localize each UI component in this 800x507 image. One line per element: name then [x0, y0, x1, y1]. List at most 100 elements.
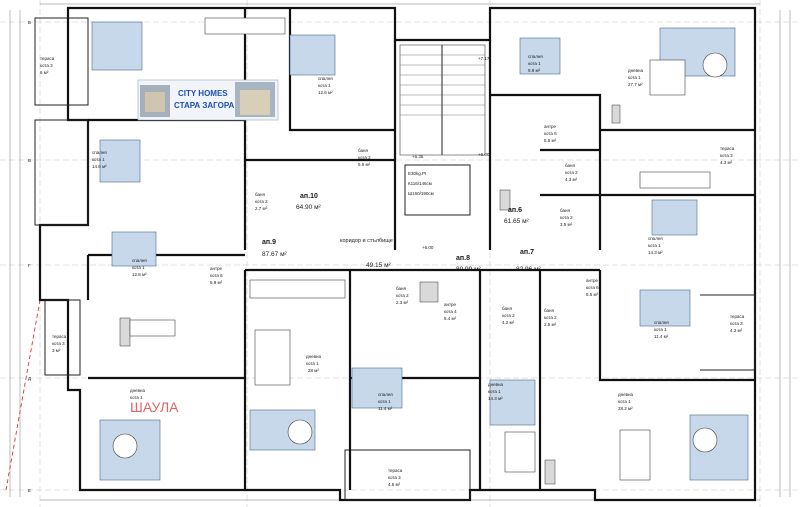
logo-line1: CITY HOMES	[178, 89, 228, 98]
rooms-16-name-label: тераса	[730, 314, 745, 319]
rooms-27-name-label: баня	[560, 208, 570, 213]
room-dnevna-tr: дневна кота 1 27.7 м²	[628, 68, 643, 87]
shafts	[119, 104, 621, 485]
logo-line2: СТАРА ЗАГОРА	[174, 101, 234, 110]
rooms-5-sub-label: кота 1	[130, 395, 143, 400]
grid-marker-4: Д	[28, 376, 31, 381]
rooms-11-sub-label: кота 1	[628, 75, 641, 80]
rooms-0-area-label: 6 м²	[40, 70, 49, 75]
rooms-18-sub-label: кота 6	[586, 285, 599, 290]
apartments-2-area-label: 80.99 м²	[456, 266, 482, 273]
rooms-25-area-label: 2.5 м²	[544, 322, 557, 327]
rooms-6-area-label: 28 м²	[308, 368, 319, 373]
corridor-label: коридор и стълбище	[340, 238, 393, 244]
rooms-0-sub-label: кота 3	[40, 63, 53, 68]
room-banya-4: баня кота 2 4.2 м²	[502, 306, 515, 325]
rooms-6-name-label: дневна	[306, 354, 321, 359]
rooms-22-sub-label: кота 2	[255, 199, 268, 204]
room-antre-l: антре кота 6 5.9 м²	[210, 266, 223, 285]
apartment-9: ап.987.67 м²	[262, 239, 288, 258]
rooms-15-name-label: спалня	[654, 320, 669, 325]
rooms-22-area-label: 2.7 м²	[255, 206, 268, 211]
rooms-0-name-label: тераса	[40, 56, 55, 61]
outer-walls	[34, 6, 757, 502]
room-terasa-tl: тераса кота 3 6 м²	[40, 56, 55, 75]
rooms-8-name-label: тераса	[388, 468, 403, 473]
rooms-27-sub-label: кота 2	[560, 215, 573, 220]
dimension-lines	[9, 3, 791, 501]
rooms-9-sub-label: кота 1	[488, 389, 501, 394]
rooms-24-sub-label: кота 2	[502, 313, 515, 318]
staircase	[399, 44, 486, 156]
room-spalnia-r1: спалня кота 1 14.3 м²	[648, 236, 663, 255]
apartments-4-id-label: ап.6	[508, 207, 522, 214]
apartment-6: ап.6 61.65 м²	[504, 207, 530, 225]
apartments-4-area-label: 61.65 м²	[504, 218, 530, 225]
rooms-26-sub-label: кота 2	[565, 170, 578, 175]
rooms-20-name-label: антре	[444, 302, 457, 307]
level-1: +6.35	[412, 154, 424, 159]
rooms-24-name-label: баня	[502, 306, 512, 311]
rooms-27-area-label: 3.5 м²	[560, 222, 573, 227]
rooms-1-area-label: 12.6 м²	[318, 90, 333, 95]
rooms-18-area-label: 5.5 м²	[586, 292, 599, 297]
rooms-10-sub-label: кота 1	[528, 61, 541, 66]
rooms-14-name-label: спалня	[648, 236, 663, 241]
rooms-19-area-label: 5.9 м²	[210, 280, 223, 285]
grid-marker-3: Г	[28, 263, 31, 268]
rooms-19-name-label: антре	[210, 266, 223, 271]
rooms-19-sub-label: кота 6	[210, 273, 223, 278]
rooms-1-name-label: спалня	[318, 76, 333, 81]
apartments-3-area-label: 82.96 м²	[516, 266, 542, 273]
rooms-13-area-label: 4.3 м²	[720, 160, 733, 165]
rooms-4-name-label: тераса	[52, 334, 67, 339]
rooms-2-area-label: 14.6 м²	[92, 164, 107, 169]
room-dnevna-bl: дневна кота 1	[130, 388, 145, 400]
rooms-24-area-label: 4.2 м²	[502, 320, 515, 325]
grid-markers: Б В Г Д Е	[28, 20, 31, 493]
rooms-25-name-label: баня	[544, 308, 554, 313]
rooms-11-area-label: 27.7 м²	[628, 82, 643, 87]
apartments-2-id-label: ап.8	[456, 255, 470, 262]
room-banya-7: баня кота 2 3.5 м²	[560, 208, 573, 227]
rooms-1-sub-label: кота 1	[318, 83, 331, 88]
rooms-21-area-label: 5.5 м²	[358, 162, 371, 167]
rooms-14-area-label: 14.3 м²	[648, 250, 663, 255]
grid-marker-2: В	[28, 158, 31, 163]
rooms-14-sub-label: кота 1	[648, 243, 661, 248]
rooms-3-name-label: спалня	[132, 258, 147, 263]
watermark: ШАУЛА	[130, 399, 179, 415]
stair-note-1: E30kg.PI	[408, 171, 426, 176]
grid-marker-5: Е	[28, 488, 31, 493]
boundary-line	[5, 299, 41, 491]
room-spalnia-top: спалня кота 1 12.6 м²	[318, 76, 333, 95]
rooms-16-sub-label: кота 3	[730, 321, 743, 326]
rooms-5-name-label: дневна	[130, 388, 145, 393]
rooms-10-area-label: 9.9 м²	[528, 68, 541, 73]
stair-note-2: К116/146см	[408, 181, 432, 186]
rooms-12-area-label: 5.5 м²	[544, 138, 557, 143]
apartments-1-id-label: ап.9	[262, 239, 276, 246]
rooms-11-name-label: дневна	[628, 68, 643, 73]
rooms-23-sub-label: кота 2	[396, 293, 409, 298]
rooms-4-sub-label: кота 3	[52, 341, 65, 346]
rooms-13-sub-label: кота 3	[720, 153, 733, 158]
rooms-20-sub-label: кота 4	[444, 309, 457, 314]
rooms-12-name-label: антре	[544, 124, 557, 129]
rooms-15-sub-label: кота 1	[654, 327, 667, 332]
grid-marker-1: Б	[28, 20, 31, 25]
